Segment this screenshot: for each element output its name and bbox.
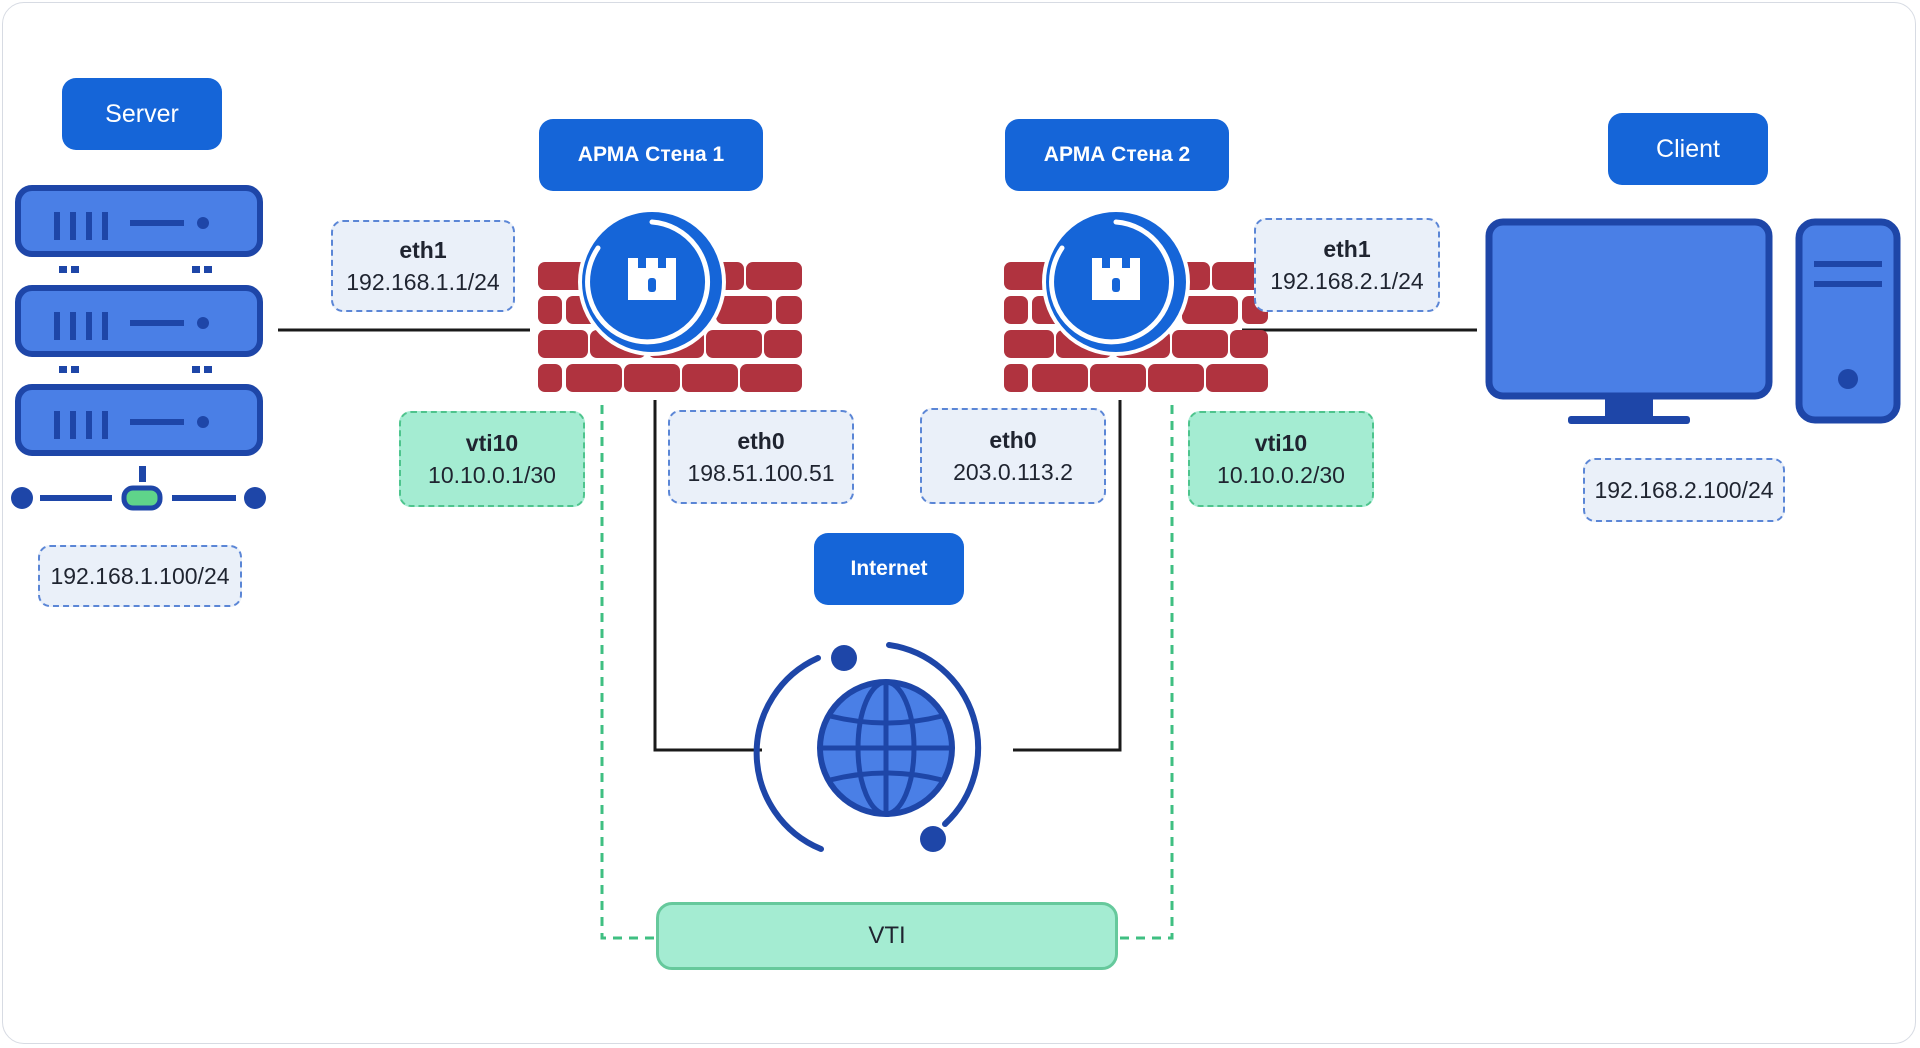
fw1-eth1-name: eth1 <box>399 237 447 263</box>
fw2-title: АРМА Стена 2 <box>1005 119 1229 191</box>
connections <box>278 328 1477 752</box>
vti-tunnel-bar: VTI <box>656 902 1118 970</box>
fw1-vti-name: vti10 <box>465 430 519 456</box>
fw1-internet-link <box>653 400 762 752</box>
fw2-eth1-label: eth1 192.168.2.1/24 <box>1254 218 1440 312</box>
vti-left-line <box>600 405 658 940</box>
desktop-icon <box>1485 218 1773 424</box>
fortress-icon-2 <box>1042 208 1190 356</box>
fw2-eth0-ip: 203.0.113.2 <box>953 459 1073 485</box>
fw1-eth0-label: eth0 198.51.100.51 <box>668 410 854 504</box>
server-ip: 192.168.1.100/24 <box>50 563 230 589</box>
server-connectors <box>59 266 212 482</box>
fw1-vti-label: vti10 10.10.0.1/30 <box>399 411 585 507</box>
globe-icon <box>753 642 982 852</box>
pc-tower-icon <box>1795 218 1901 424</box>
server-ip-label: 192.168.1.100/24 <box>38 545 242 607</box>
fw2-eth0-name: eth0 <box>989 427 1037 453</box>
fw2-vti-name: vti10 <box>1254 430 1308 456</box>
vti-right-line <box>1118 405 1174 940</box>
fw1-eth1-ip: 192.168.1.1/24 <box>346 269 500 295</box>
server-unit-3 <box>15 384 263 456</box>
client-ip-label: 192.168.2.100/24 <box>1583 458 1785 522</box>
fw1-vti-ip: 10.10.0.1/30 <box>428 462 556 488</box>
fw1-eth0-name: eth0 <box>737 428 785 454</box>
vti-tunnel-lines <box>600 405 1174 940</box>
fw2-vti-label: vti10 10.10.0.2/30 <box>1188 411 1374 507</box>
fw2-eth1-name: eth1 <box>1323 236 1371 262</box>
server-network-bus <box>11 485 266 511</box>
fw2-internet-link <box>1013 400 1122 752</box>
server-title: Server <box>62 78 222 150</box>
server-unit-1 <box>15 185 263 257</box>
fw1-eth1-label: eth1 192.168.1.1/24 <box>331 220 515 312</box>
client-ip: 192.168.2.100/24 <box>1594 477 1774 503</box>
fw1-eth0-ip: 198.51.100.51 <box>687 460 835 486</box>
vti-tunnel-label: VTI <box>868 922 906 949</box>
server-rack-icon <box>11 185 266 511</box>
fw2-vti-ip: 10.10.0.2/30 <box>1217 462 1345 488</box>
fw2-eth1-ip: 192.168.2.1/24 <box>1270 268 1424 294</box>
client-title: Client <box>1608 113 1768 185</box>
internet-title: Internet <box>814 533 964 605</box>
server-unit-2 <box>15 285 263 357</box>
fortress-icon-1 <box>578 208 726 356</box>
fw1-title: АРМА Стена 1 <box>539 119 763 191</box>
fw2-eth0-label: eth0 203.0.113.2 <box>920 408 1106 504</box>
